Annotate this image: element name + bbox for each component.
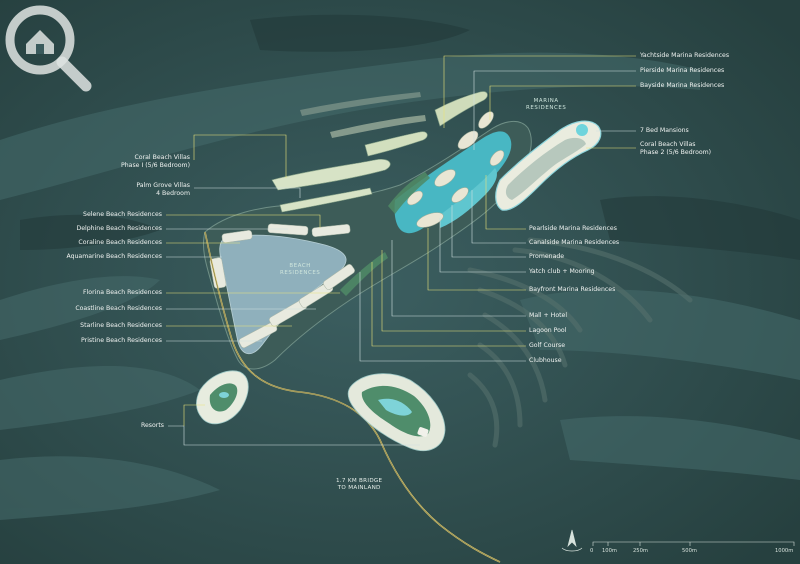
shoals-dark	[20, 14, 800, 260]
scale-tick-250m: 250m	[633, 548, 648, 554]
area-label-marina: MARINA RESIDENCES	[526, 98, 566, 111]
scale-tick-0: 0	[590, 548, 594, 554]
label-coraline-beach-residences: Coraline Beach Residences	[78, 239, 162, 246]
label-yatch-club-mooring: Yatch club + Mooring	[529, 268, 595, 275]
scale-bar	[592, 541, 795, 546]
marina-basin	[394, 131, 512, 234]
label-resorts: Resorts	[140, 422, 164, 429]
label-golf-course: Golf Course	[529, 342, 566, 349]
label-coral-beach-villas-phase-1: Coral Beach Villas Phase I (5/6 Bedroom)	[121, 154, 190, 169]
beach-residence-blocks	[209, 223, 355, 348]
scale-tick-1000m: 1000m	[775, 548, 794, 554]
label-canalside-marina-residences: Canalside Marina Residences	[529, 239, 620, 246]
bridge-label-line: TO MAINLAND	[337, 485, 381, 491]
bridge-road-edge	[204, 231, 501, 563]
label-coral-beach-villas-phase-2: Coral Beach Villas Phase 2 (5/6 Bedroom)	[640, 141, 711, 156]
villa-strips	[271, 91, 488, 213]
area-label-line: RESIDENCES	[280, 269, 321, 276]
mansions-inner	[505, 137, 586, 200]
area-label-line: RESIDENCES	[526, 104, 567, 111]
resort-island-east	[347, 373, 446, 452]
label-pristine-beach-residences: Pristine Beach Residences	[81, 337, 162, 344]
label-7-bed-mansions: 7 Bed Mansions	[640, 127, 689, 134]
label-line: Palm Grove Villas	[136, 182, 190, 189]
area-label-line: MARINA	[533, 98, 559, 104]
bridge-label-line: 1.7 KM BRIDGE	[336, 478, 383, 484]
scale-tick-500m: 500m	[682, 548, 697, 554]
label-pearlside-marina-residences: Pearlside Marina Residences	[529, 225, 617, 232]
mansions-cove	[576, 124, 588, 136]
sandbanks	[0, 52, 800, 520]
search-house-icon	[5, 5, 92, 92]
area-label-line: BEACH	[289, 263, 311, 269]
label-bayfront-marina-residences: Bayfront Marina Residences	[529, 286, 616, 293]
label-line: Phase I (5/6 Bedroom)	[121, 161, 190, 169]
label-coastline-beach-residences: Coastline Beach Residences	[75, 305, 162, 312]
finger-reefs	[467, 237, 693, 448]
label-line: Coral Beach Villas	[134, 154, 190, 161]
label-starline-beach-residences: Starline Beach Residences	[80, 322, 162, 329]
area-label-beach: BEACH RESIDENCES	[280, 263, 320, 276]
bridge-label: 1.7 KM BRIDGE TO MAINLAND	[336, 478, 382, 492]
label-aquamarine-beach-residences: Aquamarine Beach Residences	[66, 253, 162, 260]
inner-canal	[440, 168, 497, 228]
resort-island-west	[196, 370, 249, 425]
label-mall-hotel: Mall + Hotel	[529, 312, 568, 319]
label-yachtside-marina-residences: Yachtside Marina Residences	[640, 52, 730, 59]
leader-lines-left	[166, 134, 420, 446]
label-line: 4 Bedroom	[156, 189, 190, 197]
label-promenade: Promenade	[529, 253, 565, 260]
label-line: Phase 2 (5/6 Bedroom)	[640, 148, 712, 156]
label-bayside-marina-residences: Bayside Marina Residences	[640, 82, 725, 89]
green-parks	[340, 172, 430, 296]
label-selene-beach-residences: Selene Beach Residences	[83, 211, 162, 218]
scale-tick-100m: 100m	[602, 548, 617, 554]
label-palm-grove-villas: Palm Grove Villas 4 Bedroom	[136, 182, 190, 197]
label-lagoon-pool: Lagoon Pool	[529, 327, 567, 334]
label-delphine-beach-residences: Delphine Beach Residences	[76, 225, 162, 232]
compass-icon	[561, 529, 583, 552]
leader-lines-right	[359, 55, 636, 362]
label-clubhouse: Clubhouse	[529, 357, 562, 364]
label-pierside-marina-residences: Pierside Marina Residences	[640, 67, 725, 74]
label-line: Coral Beach Villas	[640, 141, 696, 148]
label-florina-beach-residences: Florina Beach Residences	[83, 289, 162, 296]
